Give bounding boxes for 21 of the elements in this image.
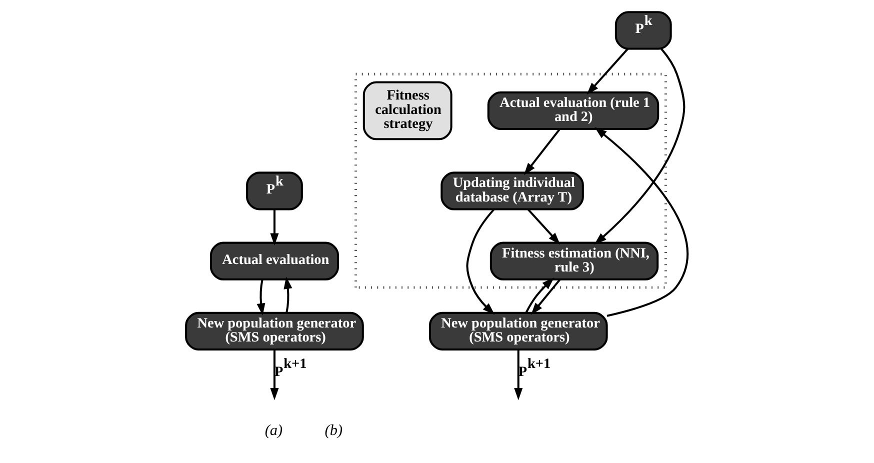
label: (a) <box>264 422 283 440</box>
arrow <box>530 279 561 315</box>
arrow <box>256 279 266 316</box>
arrow <box>466 208 495 315</box>
node-box: New population generator (SMS operators) <box>428 312 608 351</box>
arrow <box>270 210 279 246</box>
arrow <box>586 48 629 95</box>
arrow <box>284 276 292 313</box>
arrow <box>525 278 554 314</box>
node-box: Updating individual database (Array T) <box>440 172 584 210</box>
arrow <box>528 208 560 245</box>
arrow <box>594 48 686 244</box>
node-box: Actual evaluation <box>210 242 339 280</box>
arrow <box>524 128 561 176</box>
node-box: New population generator (SMS operators) <box>185 312 364 351</box>
arrow <box>594 127 688 317</box>
node-box: Fitness calculation strategy <box>362 81 452 140</box>
node-box: Actual evaluation (rule 1 and 2) <box>487 91 660 130</box>
label: (b) <box>324 422 343 440</box>
arrow <box>270 350 279 400</box>
node-box: Fitness estimation (NNI, rule 3) <box>490 242 659 280</box>
